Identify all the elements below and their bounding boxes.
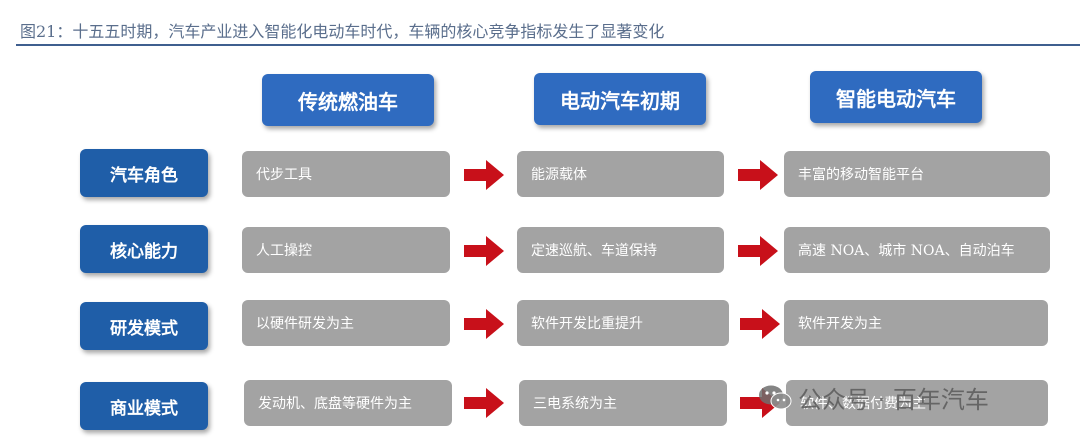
- cell-core-capability-traditional: 人工操控: [242, 227, 450, 273]
- cell-car-role-smart-ev: 丰富的移动智能平台: [784, 151, 1050, 197]
- arrow-right-icon: [740, 309, 780, 339]
- watermark: 公众号 · 百年汽车: [758, 380, 989, 415]
- column-header-traditional: 传统燃油车: [262, 74, 434, 126]
- cell-car-role-early-ev: 能源载体: [517, 151, 724, 197]
- arrow-right-icon: [464, 236, 504, 266]
- arrow-right-icon: [464, 309, 504, 339]
- row-label-business-model: 商业模式: [80, 382, 208, 430]
- column-header-smart-ev: 智能电动汽车: [810, 71, 982, 123]
- arrow-right-icon: [464, 388, 504, 418]
- column-header-early-ev: 电动汽车初期: [534, 73, 706, 125]
- cell-rd-mode-early-ev: 软件开发比重提升: [517, 300, 729, 346]
- cell-core-capability-smart-ev: 高速 NOA、城市 NOA、自动泊车: [784, 227, 1050, 273]
- wechat-icon: [759, 385, 792, 409]
- cell-business-model-smart-ev: 软件、数据付费为主: [786, 380, 1048, 426]
- figure-caption: 图21：十五五时期，汽车产业进入智能化电动车时代，车辆的核心竞争指标发生了显著变…: [20, 22, 665, 41]
- arrow-right-icon: [464, 160, 504, 190]
- row-label-car-role: 汽车角色: [80, 149, 208, 197]
- row-label-core-capability: 核心能力: [80, 225, 208, 273]
- arrow-right-icon: [738, 236, 778, 266]
- cell-business-model-early-ev: 三电系统为主: [519, 380, 727, 426]
- cell-car-role-traditional: 代步工具: [242, 151, 450, 197]
- cell-rd-mode-traditional: 以硬件研发为主: [242, 300, 450, 346]
- arrow-right-icon: [738, 160, 778, 190]
- row-label-rd-mode: 研发模式: [80, 302, 208, 350]
- cell-core-capability-early-ev: 定速巡航、车道保持: [517, 227, 724, 273]
- cell-business-model-traditional: 发动机、底盘等硬件为主: [244, 380, 452, 426]
- caption-rule: [16, 44, 1080, 46]
- watermark-text: 公众号 · 百年汽车: [798, 386, 989, 414]
- cell-rd-mode-smart-ev: 软件开发为主: [784, 300, 1048, 346]
